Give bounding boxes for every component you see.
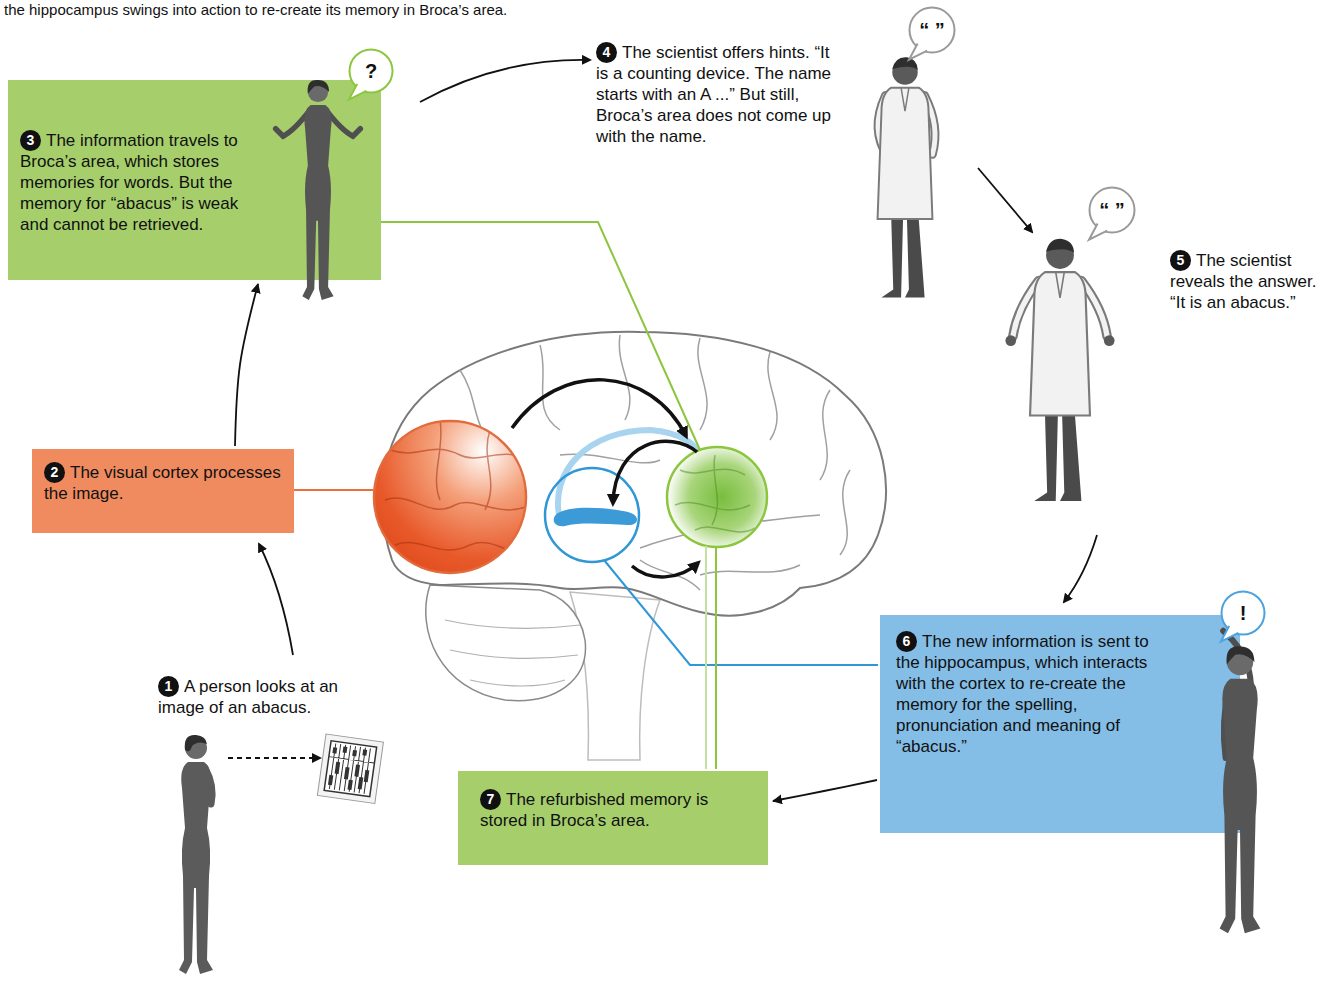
scientist-figure xyxy=(878,57,933,297)
step-description: A person looks at an image of an abacus. xyxy=(158,677,338,717)
visual-cortex-highlight xyxy=(385,420,530,552)
woman-figure xyxy=(1227,649,1253,675)
woman-figure xyxy=(179,762,213,974)
woman-figure xyxy=(302,105,333,300)
hippocampus-highlight xyxy=(545,468,639,562)
woman-figure xyxy=(1226,646,1254,664)
step-arrow xyxy=(1064,535,1097,602)
woman-figure xyxy=(1223,631,1251,758)
step-label: 1A person looks at an image of an abacus… xyxy=(158,676,373,718)
step-arrow xyxy=(978,168,1032,232)
callout-number: 1 xyxy=(158,676,179,697)
visual-cortex-highlight xyxy=(374,421,526,573)
speech-bubble: “ ” xyxy=(1088,186,1136,234)
callout-number: 5 xyxy=(1170,250,1191,271)
speech-bubble: ? xyxy=(348,48,394,94)
brain-outline xyxy=(426,585,586,701)
abacus-picture xyxy=(324,743,376,795)
abacus-picture xyxy=(324,741,377,797)
leader-line xyxy=(294,222,878,769)
woman-figure xyxy=(308,82,328,102)
bubble-tail xyxy=(349,84,366,100)
woman-figure xyxy=(276,110,361,136)
brocas-area-highlight xyxy=(667,447,767,547)
brain-flow-arrow xyxy=(512,380,698,577)
callout-number: 4 xyxy=(596,42,617,63)
callout-number: 2 xyxy=(44,462,65,483)
brain-flow-arrow xyxy=(632,563,698,577)
caption: the hippocampus swings into action to re… xyxy=(4,1,507,19)
step-text: 2The visual cortex processes the image. xyxy=(44,462,282,504)
step-text: 7The refurbished memory is stored in Bro… xyxy=(480,789,756,831)
scientist-figure xyxy=(1005,335,1016,346)
step-arrow xyxy=(228,757,320,759)
brain-outline xyxy=(570,592,660,760)
leader-line xyxy=(715,547,717,769)
step-description: The visual cortex processes the image. xyxy=(44,463,281,503)
abacus-picture xyxy=(317,734,383,803)
step-arrow xyxy=(420,60,590,102)
leader-line xyxy=(381,222,700,450)
brain-outline xyxy=(445,620,580,686)
speech-bubble: “ ” xyxy=(908,6,956,54)
flow-arrow xyxy=(235,284,258,446)
bubble-tail xyxy=(1221,626,1238,642)
scientist-figure xyxy=(1104,335,1115,346)
speech-mark: ! xyxy=(1240,603,1247,623)
step-arrow xyxy=(259,544,293,655)
process-box: 7The refurbished memory is stored in Bro… xyxy=(458,771,768,865)
visual-cortex-highlight xyxy=(374,420,530,573)
speech-mark: “ ” xyxy=(919,20,945,40)
woman-figure xyxy=(205,768,212,804)
hippocampus-highlight xyxy=(554,508,637,526)
process-box: 3The information travels to Broca’s area… xyxy=(8,80,381,280)
speech-mark: ? xyxy=(365,61,377,81)
process-box: 6The new information is sent to the hipp… xyxy=(880,615,1240,833)
woman-figure xyxy=(1220,631,1261,933)
step-text: 3The information travels to Broca’s area… xyxy=(20,130,262,235)
abacus-picture xyxy=(317,734,383,803)
visual-cortex-highlight xyxy=(385,420,530,552)
step-description: The new information is sent to the hippo… xyxy=(896,632,1149,756)
leader-line xyxy=(705,546,707,769)
scientist-figure xyxy=(1030,239,1090,501)
woman-figure xyxy=(276,80,361,300)
callout-number: 6 xyxy=(896,631,917,652)
woman-figure xyxy=(1220,679,1261,933)
brocas-area-highlight xyxy=(667,447,767,547)
abacus-picture xyxy=(328,745,372,792)
flow-arrow xyxy=(773,780,877,801)
scientist-figure xyxy=(878,57,935,297)
woman-figure xyxy=(185,735,207,751)
bubble-tail xyxy=(1089,223,1107,239)
brain-flow-arrow xyxy=(613,441,697,503)
step-description: The scientist reveals the answer. “It is… xyxy=(1170,251,1316,312)
bubble-tail xyxy=(909,43,927,59)
brain-flow-arrow xyxy=(512,380,686,436)
leader-line xyxy=(294,489,373,491)
speech-mark: “ ” xyxy=(1099,200,1125,220)
callout-number: 7 xyxy=(480,789,501,810)
brocas-area-highlight xyxy=(675,455,755,532)
step-description: The information travels to Broca’s area,… xyxy=(20,131,238,234)
step-label: 5The scientist reveals the answer. “It i… xyxy=(1170,250,1326,313)
step-description: The refurbished memory is stored in Broc… xyxy=(480,790,708,830)
scientist-figure xyxy=(1005,239,1114,501)
callout-number: 3 xyxy=(20,130,41,151)
speech-bubble: ! xyxy=(1220,590,1266,636)
step-label: 4The scientist offers hints. “It is a co… xyxy=(596,42,844,147)
leader-line xyxy=(604,560,878,665)
brocas-area-highlight xyxy=(667,447,767,547)
step-description: The scientist offers hints. “It is a cou… xyxy=(596,43,831,146)
woman-figure xyxy=(308,80,329,94)
woman-figure xyxy=(179,735,213,974)
process-box: 2The visual cortex processes the image. xyxy=(32,449,294,533)
brocas-area-highlight xyxy=(675,455,755,532)
step-text: 6The new information is sent to the hipp… xyxy=(896,631,1170,757)
